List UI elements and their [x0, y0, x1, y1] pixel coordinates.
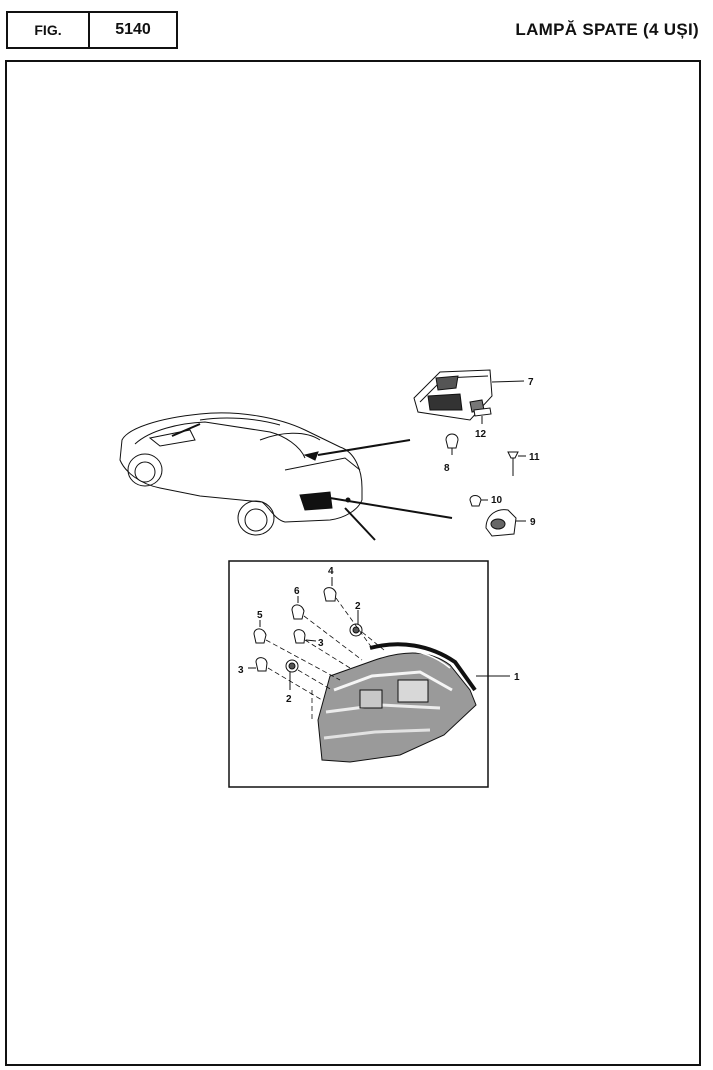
bulb-part-10: [469, 495, 488, 507]
drawing-frame: [5, 60, 701, 1066]
callout-11: 11: [529, 452, 540, 463]
tail-lamp-assembly: [317, 642, 510, 763]
inset-bulbs: [253, 577, 363, 673]
car-illustration: [119, 412, 363, 536]
car-leader-lines: [317, 439, 453, 541]
screw-part-11: [507, 451, 526, 476]
figure-label: FIG.: [8, 13, 90, 47]
callout-12: 12: [475, 429, 487, 440]
callout-8: 8: [444, 463, 450, 474]
callout-1: 1: [514, 672, 520, 683]
callout-2-upper: 2: [355, 601, 361, 612]
callout-9: 9: [530, 517, 536, 528]
callout-2-lower: 2: [286, 694, 292, 705]
lamp-connector: [473, 407, 492, 424]
callout-7: 7: [528, 377, 534, 388]
inset-callout-lines: [248, 499, 488, 690]
tail-lamp-inset-frame: [228, 560, 489, 788]
page-title: LAMPĂ SPATE (4 UȘI): [515, 20, 699, 39]
callout-3-right: 3: [318, 638, 324, 649]
callout-3-left: 3: [238, 665, 244, 676]
high-mount-stop-lamp: [413, 369, 525, 421]
assembly-dashed-lines: [265, 597, 385, 720]
figure-id-box: FIG. 5140: [6, 11, 178, 49]
callout-4: 4: [328, 566, 334, 577]
callout-6: 6: [294, 586, 300, 597]
bulb-part-8: [445, 433, 459, 455]
figure-number: 5140: [115, 21, 151, 38]
callout-5: 5: [257, 610, 263, 621]
callout-10: 10: [491, 495, 503, 506]
license-lamp-part-9: [485, 509, 526, 537]
